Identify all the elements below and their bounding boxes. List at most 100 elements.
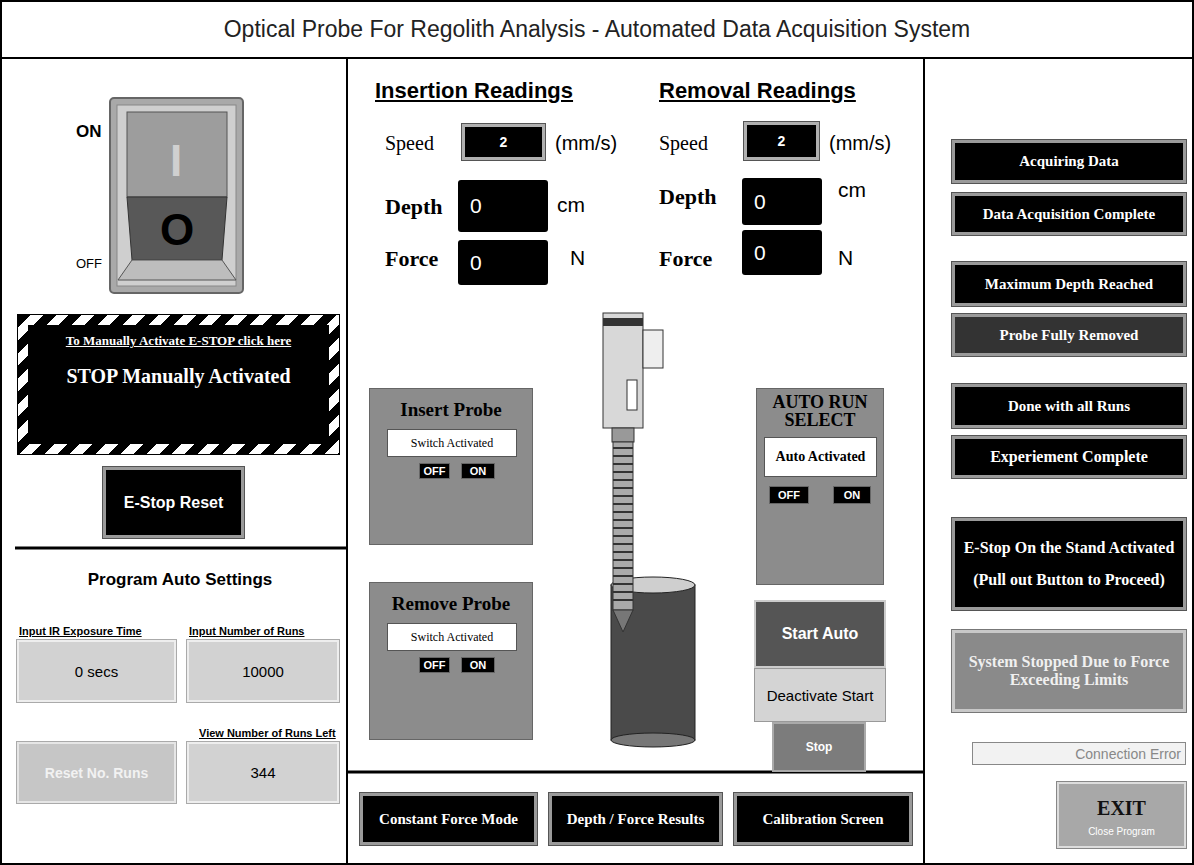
- screen-label: Insertion Readings: [375, 78, 573, 104]
- node-box: 0: [458, 240, 548, 285]
- node-box: Probe Fully Removed: [952, 314, 1186, 356]
- screen-label: Speed: [385, 132, 434, 155]
- label-text: 10000: [242, 663, 284, 680]
- screen-label: (mm/s): [829, 132, 891, 155]
- label-text: Data Acquisition Complete: [983, 206, 1156, 223]
- label-text: EXIT: [1097, 797, 1146, 820]
- title-text: Optical Probe For Regolith Analysis - Au…: [224, 16, 971, 43]
- node-box: Maximum Depth Reached: [952, 262, 1186, 306]
- node-box: Data Acquisition Complete: [952, 193, 1186, 235]
- node-box: 0: [458, 180, 548, 232]
- node-box: 0: [742, 230, 822, 275]
- node-box: Auto Activated: [764, 437, 877, 477]
- node-box: Constant Force Mode: [360, 793, 537, 845]
- divider: [0, 57, 1194, 59]
- node-box: Start Auto: [754, 600, 886, 668]
- label-text: 2: [500, 134, 508, 150]
- label-text: To Manually Activate E-STOP click here: [66, 333, 291, 349]
- screen-label: Depth: [385, 194, 442, 220]
- node-box: Switch Activated: [387, 623, 517, 651]
- screen-label: Force: [659, 246, 712, 272]
- label-text: 344: [250, 764, 275, 781]
- node-box: To Manually Activate E-STOP click hereST…: [17, 314, 340, 455]
- node-box: ON: [833, 486, 871, 504]
- label-text: 0: [754, 241, 766, 265]
- node-box: OFF: [769, 486, 809, 504]
- node-box: 2: [462, 124, 545, 160]
- node-box: Deactivate Start: [754, 668, 886, 722]
- node-box: Done with all Runs: [952, 384, 1186, 428]
- label-text: Input Number of Runs: [189, 625, 305, 637]
- label-text: (Pull out Button to Proceed): [973, 571, 1165, 589]
- label-text: ON: [470, 465, 487, 477]
- label-text: 0: [470, 251, 482, 275]
- label-text: Deactivate Start: [767, 687, 874, 704]
- label-text: OFF: [778, 489, 800, 501]
- label-text: 0: [470, 194, 482, 218]
- divider: [346, 58, 348, 865]
- probe-illustration: [603, 313, 695, 747]
- node-box: Acquiring Data: [952, 140, 1186, 183]
- label-text: E-Stop On the Stand Activated: [964, 539, 1175, 557]
- label-text: 0 secs: [75, 663, 118, 680]
- node-box: OFF: [419, 463, 450, 479]
- screen-label: cm: [838, 178, 866, 202]
- screen-label: (mm/s): [555, 132, 617, 155]
- node-box: Input Number of Runs10000: [187, 640, 339, 702]
- divider: [15, 547, 347, 550]
- label-text: Maximum Depth Reached: [985, 276, 1153, 293]
- screen-label: OFF: [76, 256, 102, 271]
- screen-label: ON: [76, 122, 102, 142]
- node-box: Program Auto SettingsInput IR Exposure T…: [15, 560, 345, 810]
- screen-label: cm: [557, 193, 585, 217]
- node-box: Connection Error: [972, 742, 1186, 765]
- node-box: Depth / Force Results: [549, 793, 722, 845]
- node-box: 2: [744, 122, 819, 160]
- title-bar: Optical Probe For Regolith Analysis - Au…: [0, 0, 1194, 58]
- label-text: Input IR Exposure Time: [19, 625, 142, 637]
- node-box: E-Stop On the Stand Activated (Pull out B…: [952, 518, 1186, 610]
- screen-label: Speed: [659, 132, 708, 155]
- screen-label: O: [160, 205, 194, 255]
- node-box: EXIT Close Program: [1057, 782, 1186, 848]
- screen-label: Removal Readings: [659, 78, 856, 104]
- label-text: Connection Error: [1075, 746, 1181, 762]
- node-box: ON: [461, 657, 495, 673]
- label-text: E-Stop Reset: [124, 494, 224, 512]
- node-box: System Stopped Due to Force Exceeding Li…: [952, 630, 1186, 712]
- label-text: Insert Probe: [374, 399, 528, 421]
- label-text: OFF: [424, 465, 446, 477]
- label-text: System Stopped Due to Force Exceeding Li…: [955, 653, 1183, 689]
- node-box: OFF: [419, 657, 450, 673]
- screen-label: Force: [385, 246, 438, 272]
- screen-label: I: [170, 136, 182, 186]
- label-text: 0: [754, 190, 766, 214]
- label-text: Done with all Runs: [1008, 398, 1130, 415]
- label-text: Program Auto Settings: [15, 570, 345, 590]
- label-text: Auto Activated: [776, 449, 866, 465]
- label-text: Remove Probe: [374, 593, 528, 615]
- node-box: ON: [461, 463, 495, 479]
- node-box: Switch Activated: [387, 429, 517, 457]
- label-text: Constant Force Mode: [379, 811, 518, 828]
- node-box: Insert ProbeSwitch ActivatedOFF ON: [369, 388, 533, 545]
- screen-label: Depth: [659, 184, 716, 210]
- label-text: Acquiring Data: [1019, 153, 1119, 170]
- label-text: STOP Manually Activated: [66, 365, 290, 388]
- label-text: Close Program: [1088, 826, 1155, 837]
- label-text: 2: [778, 133, 786, 149]
- node-box: AUTO RUN SELECTAuto ActivatedOFFON: [756, 388, 884, 585]
- label-text: Switch Activated: [411, 436, 493, 451]
- node-box: Experiement Complete: [952, 436, 1186, 478]
- node-box: View Number of Runs Left344: [187, 742, 339, 803]
- node-box: E-Stop Reset: [103, 467, 244, 538]
- label-text: Probe Fully Removed: [1000, 327, 1139, 344]
- screen-label: N: [838, 246, 853, 270]
- node-box: Calibration Screen: [734, 793, 912, 845]
- label-text: Stop: [806, 740, 833, 754]
- label-text: Switch Activated: [411, 630, 493, 645]
- label-text: ON: [844, 489, 861, 501]
- label-text: Start Auto: [782, 625, 859, 643]
- node-box: Remove ProbeSwitch ActivatedOFF ON: [369, 582, 533, 740]
